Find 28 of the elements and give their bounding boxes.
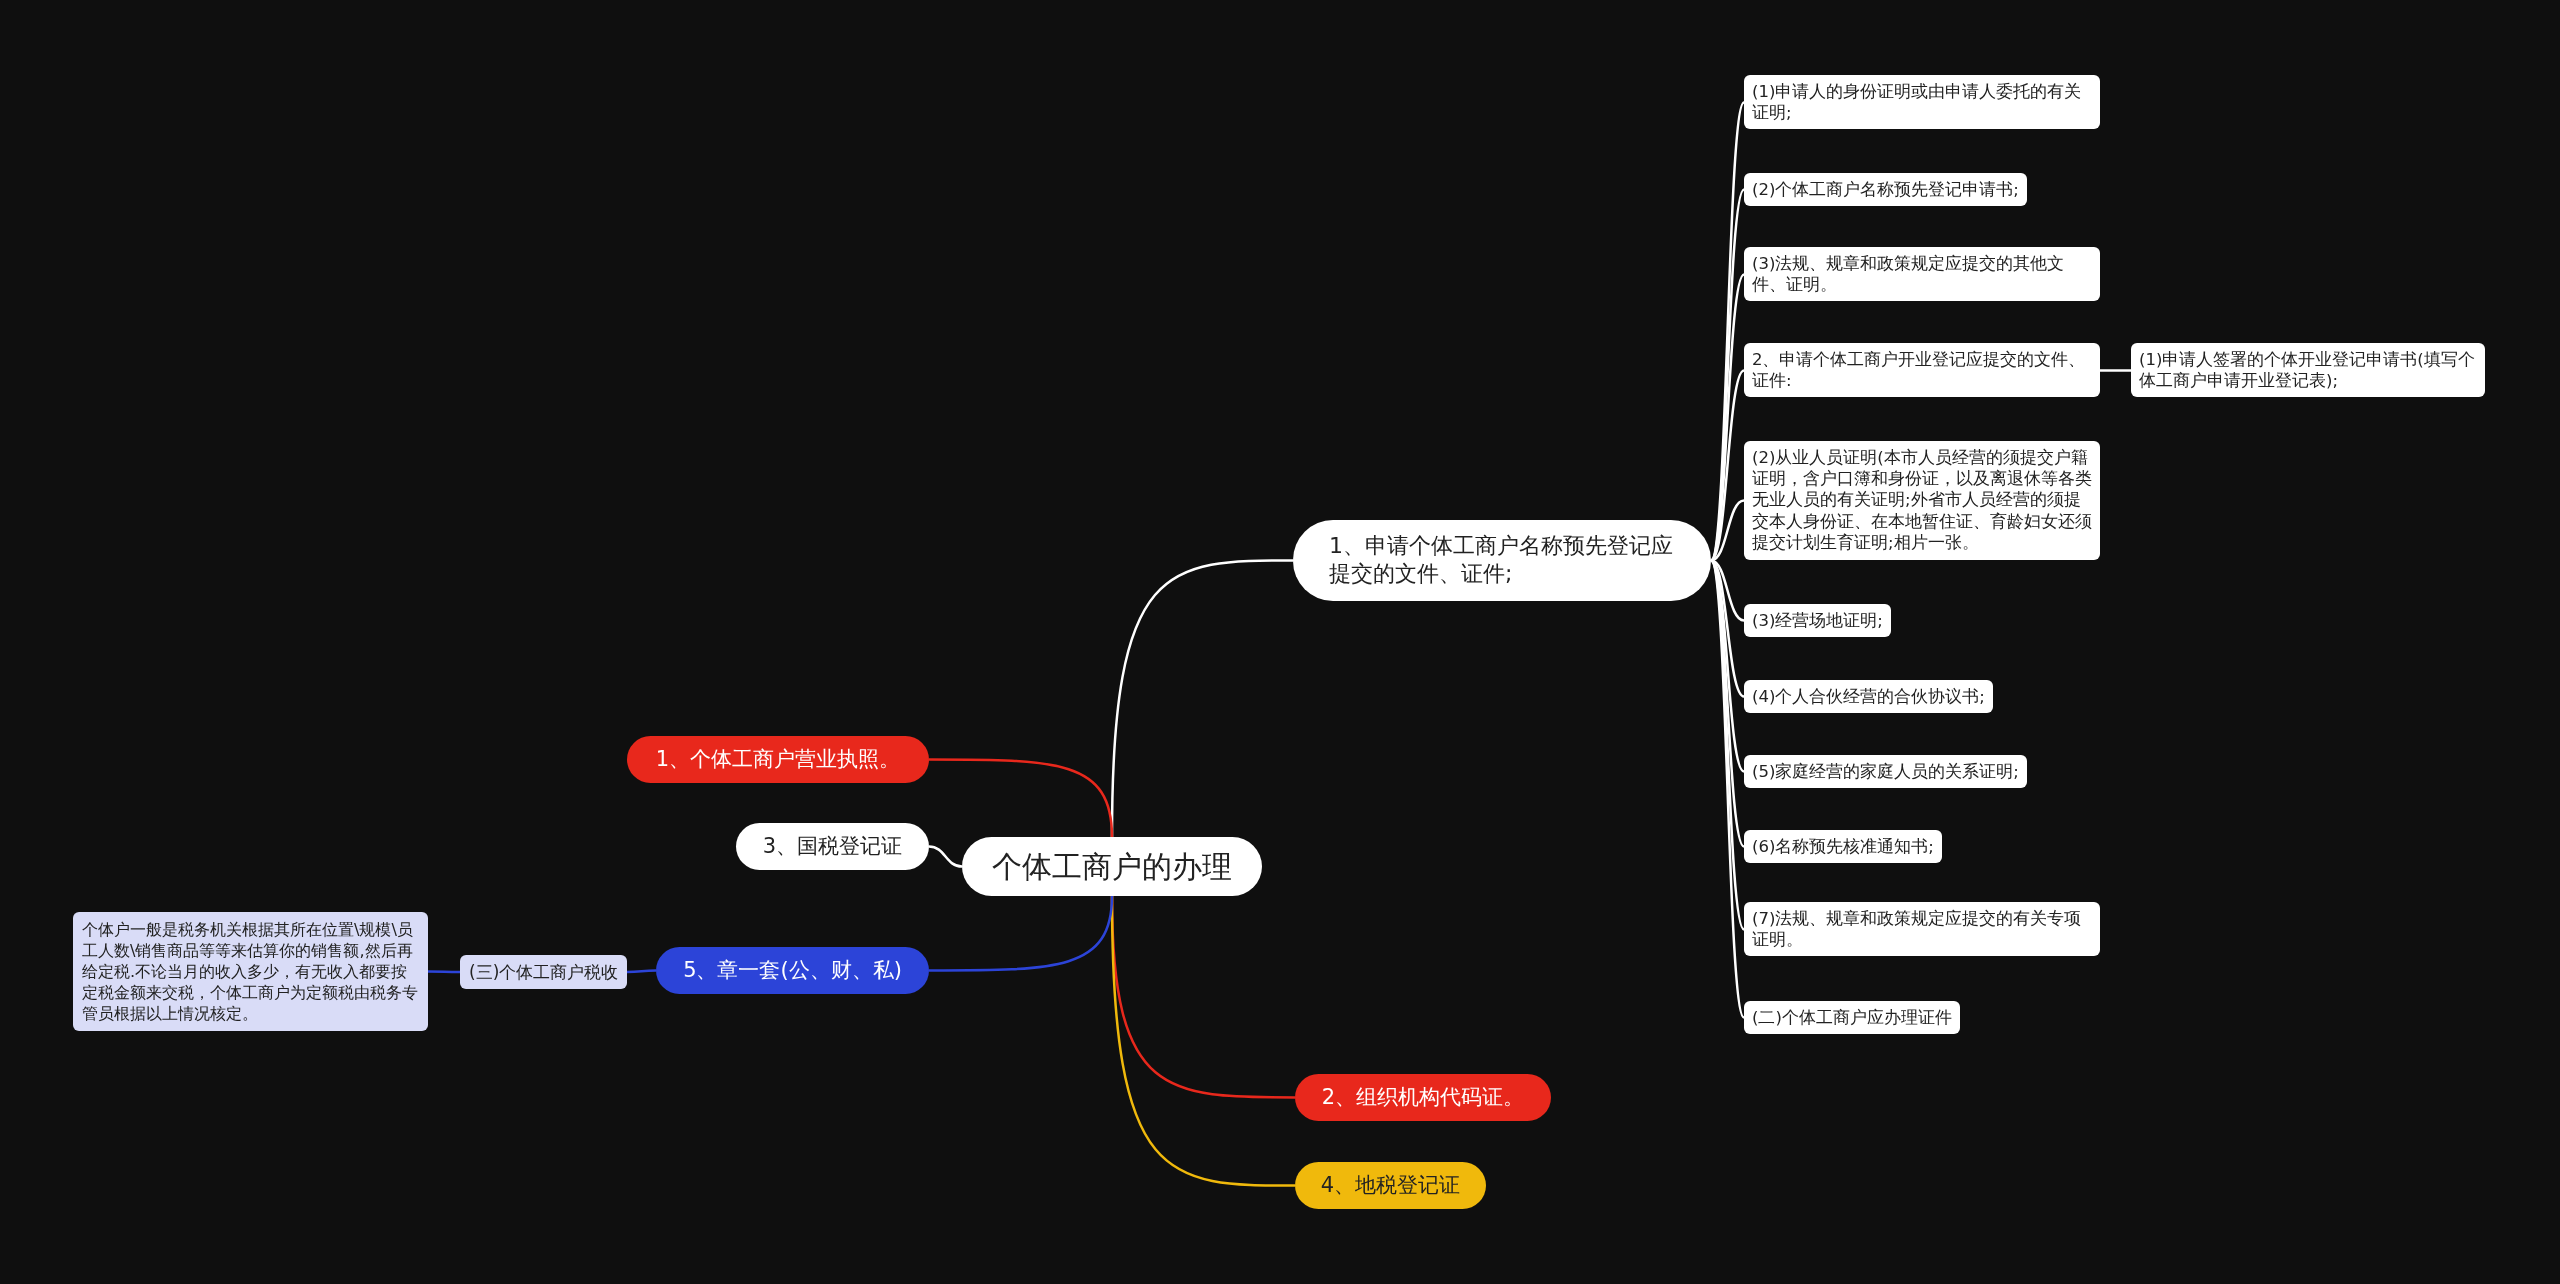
subtopic-box: (1)申请人签署的个体开业登记申请书(填写个体工商户申请开业登记表);: [2131, 342, 2485, 398]
subtopic-box: (3)法规、规章和政策规定应提交的其他文件、证明。: [1744, 246, 2100, 302]
subtopic-box: (4)个人合伙经营的合伙协议书;: [1744, 679, 1993, 713]
subtopic-box: (三)个体工商户税收: [460, 955, 628, 990]
subtopic-box: (1)申请人的身份证明或由申请人委托的有关证明;: [1744, 74, 2100, 130]
subtopic-box: (6)名称预先核准通知书;: [1744, 829, 1942, 863]
topic-box: 1、申请个体工商户名称预先登记应提交的文件、证件;: [1293, 519, 1711, 601]
topic-box: 3、国税登记证: [736, 822, 929, 870]
connector-line: [428, 970, 460, 974]
central-topic: 个体工商户的办理: [962, 836, 1262, 896]
note-box: 个体户一般是税务机关根据其所在位置\规模\员工人数\销售商品等等来估算你的销售额,然后再给定税.不论当月的收入多少，有无收入都要按定税金额来交税，个体工商户为定额税由税务专管员根据以上情况核定。: [73, 911, 428, 1031]
subtopic-box: 2、申请个体工商户开业登记应提交的文件、证件:: [1744, 342, 2100, 398]
subtopic-box: (5)家庭经营的家庭人员的关系证明;: [1744, 754, 2027, 788]
connector-line: [627, 969, 656, 974]
subtopic-box: (3)经营场地证明;: [1744, 603, 1891, 637]
subtopic-box: (2)个体工商户名称预先登记申请书;: [1744, 172, 2027, 206]
connector-line: [1709, 560, 1746, 1018]
connector-line: [929, 895, 1114, 972]
subtopic-box: (二)个体工商户应办理证件: [1744, 1000, 1960, 1034]
topic-box: 5、章一套(公、财、私): [656, 946, 929, 994]
topic-box: 2、组织机构代码证。: [1295, 1073, 1551, 1121]
subtopic-box: (2)从业人员证明(本市人员经营的须提交户籍证明，含户口簿和身份证，以及离退休等各类无业人员的有关证明;外省市人员经营的须提交本人身份证、在本地暂住证、育龄妇女还须提交计划生育证明;相片一张。: [1744, 440, 2100, 560]
connector-line: [2100, 369, 2131, 372]
connector-line: [928, 845, 963, 868]
topic-box: 4、地税登记证: [1295, 1161, 1486, 1209]
topic-box: 1、个体工商户营业执照。: [627, 735, 929, 783]
connector-line: [929, 758, 1114, 838]
subtopic-box: (7)法规、规章和政策规定应提交的有关专项证明。: [1744, 901, 2100, 957]
